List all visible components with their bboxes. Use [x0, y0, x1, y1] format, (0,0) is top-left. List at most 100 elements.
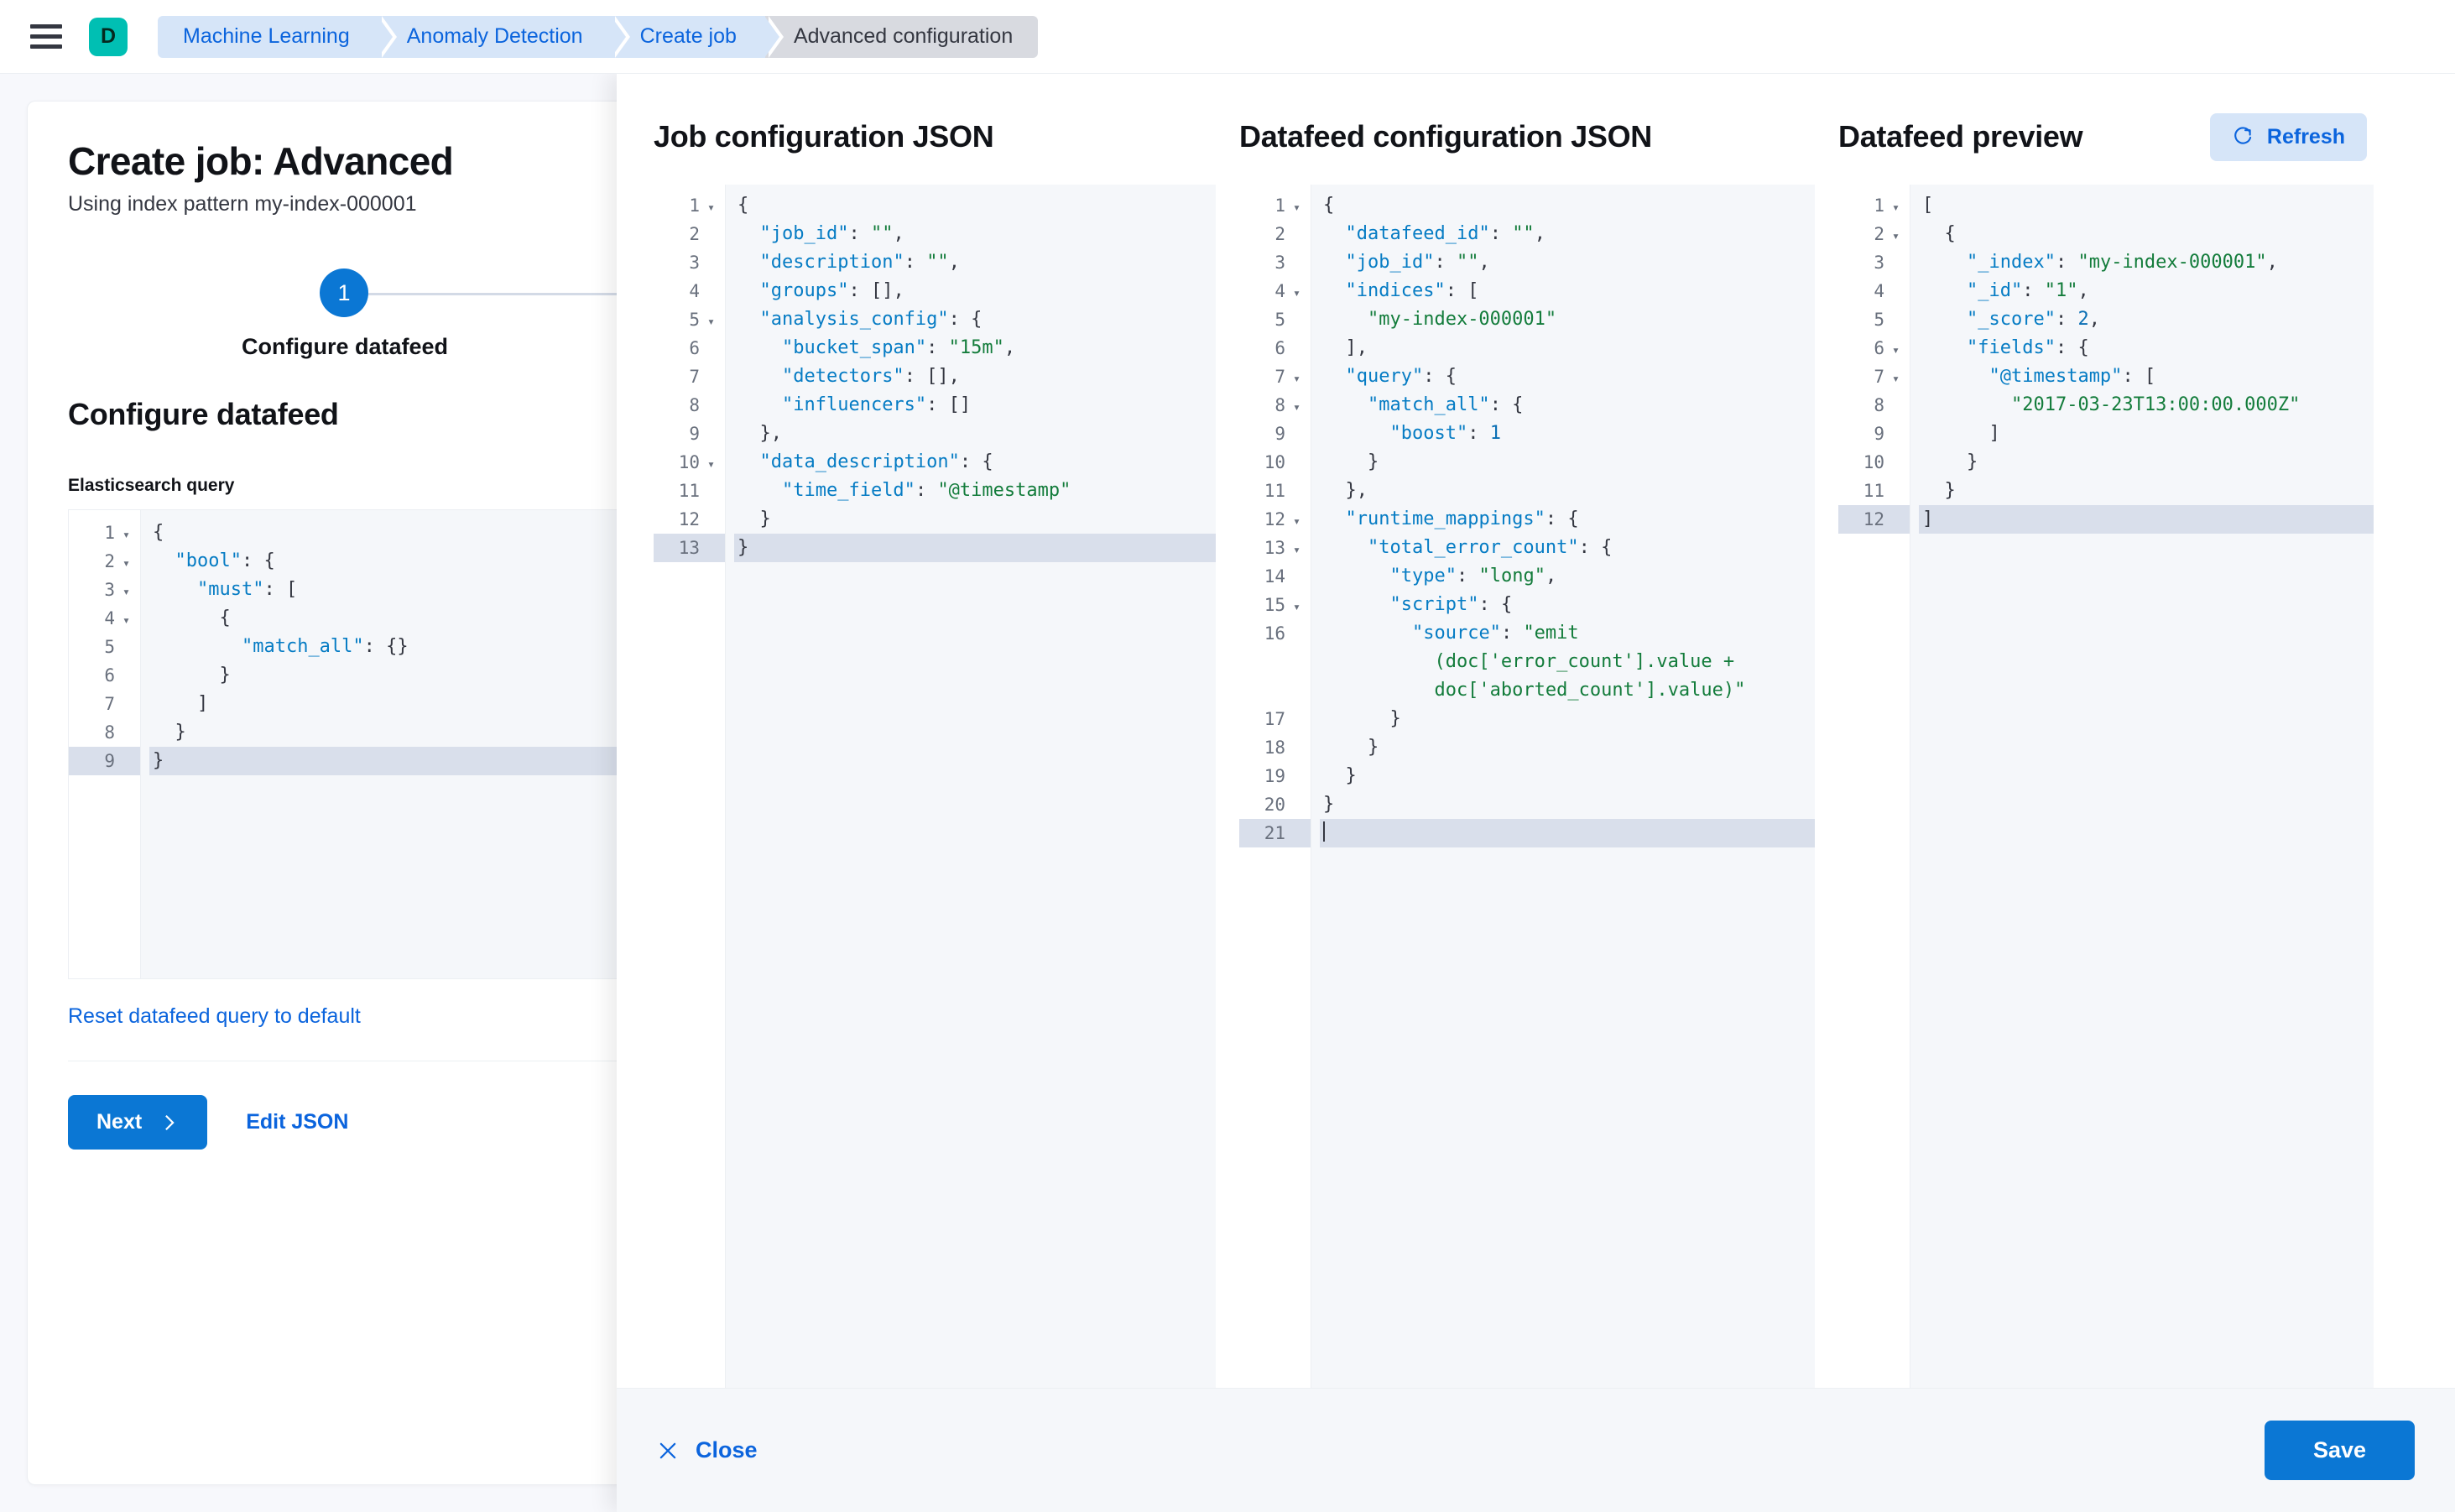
code-line[interactable]: } — [153, 665, 231, 686]
code-line[interactable]: } — [1922, 480, 1956, 501]
breadcrumb-item-3: Advanced configuration — [764, 15, 1039, 58]
code-line[interactable]: { — [153, 522, 164, 543]
code-line[interactable]: "_id": "1", — [1966, 280, 2089, 301]
line-number: 14 — [1264, 566, 1285, 587]
code-line[interactable]: } — [1323, 708, 1401, 729]
code-line[interactable]: "must": [ — [196, 579, 298, 600]
line-number: 2▾ — [104, 551, 130, 571]
datafeed-configuration-code[interactable]: { "datafeed_id": "", "job_id": "", "indi… — [1311, 185, 1815, 1388]
code-line[interactable]: } — [1323, 451, 1379, 472]
code-line[interactable]: }, — [1323, 480, 1368, 501]
line-number: 1▾ — [1274, 196, 1300, 216]
line-number: 7 — [104, 694, 115, 714]
code-line[interactable]: "_score": 2, — [1966, 309, 2100, 330]
line-number: 11 — [1863, 481, 1884, 501]
save-button[interactable]: Save — [2264, 1421, 2415, 1480]
stepper-step-1[interactable]: 1 — [320, 269, 368, 317]
line-number: 8 — [104, 722, 115, 743]
code-line[interactable]: "query": { — [1345, 366, 1457, 387]
breadcrumb-item-2[interactable]: Create job — [611, 15, 784, 58]
close-button[interactable]: Close — [657, 1437, 758, 1463]
line-number: 4▾ — [104, 608, 130, 628]
code-line[interactable]: "boost": 1 — [1389, 423, 1501, 444]
line-number: 4 — [689, 281, 700, 301]
breadcrumb-item-1[interactable]: Anomaly Detection — [378, 15, 630, 58]
code-line[interactable]: "total_error_count": { — [1367, 537, 1613, 558]
code-line[interactable]: ], — [1323, 337, 1368, 358]
code-line[interactable]: "script": { — [1389, 594, 1513, 615]
code-line[interactable]: "indices": [ — [1345, 280, 1479, 301]
hamburger-menu-icon[interactable] — [30, 23, 65, 51]
code-line[interactable]: "description": "", — [759, 252, 960, 273]
line-number: 2 — [1274, 224, 1285, 244]
code-line[interactable]: } — [734, 534, 1216, 562]
code-line[interactable]: }, — [738, 423, 782, 444]
avatar[interactable]: D — [89, 17, 128, 56]
code-line[interactable]: "fields": { — [1966, 337, 2089, 358]
datafeed-configuration-title: Datafeed configuration JSON — [1239, 119, 1652, 154]
code-line[interactable]: { — [153, 607, 231, 628]
code-line[interactable]: } — [153, 722, 186, 743]
code-line[interactable]: } — [738, 508, 771, 529]
code-line[interactable]: "source": "emit (doc['error_count'].valu… — [1323, 623, 1746, 701]
code-line[interactable]: ] — [1922, 423, 2000, 444]
page-subtitle: Using index pattern my-index-000001 — [68, 192, 417, 216]
job-configuration-code[interactable]: { "job_id": "", "description": "", "grou… — [726, 185, 1216, 1388]
refresh-button[interactable]: Refresh — [2209, 112, 2367, 161]
line-number: 11 — [1264, 481, 1285, 501]
reset-datafeed-query-link[interactable]: Reset datafeed query to default — [68, 1004, 361, 1028]
code-line[interactable]: "match_all": {} — [241, 636, 409, 657]
code-line[interactable]: } — [1323, 765, 1357, 786]
code-line[interactable]: "influencers": [] — [781, 394, 972, 415]
line-number: 5 — [104, 637, 115, 657]
line-number: 7▾ — [1874, 367, 1900, 387]
line-number: 10 — [1264, 452, 1285, 472]
code-line[interactable]: "time_field": "@timestamp" — [781, 480, 1071, 501]
code-line[interactable]: { — [1323, 195, 1335, 216]
code-line[interactable]: "detectors": [], — [781, 366, 960, 387]
code-line[interactable]: { — [738, 195, 749, 216]
line-number: 12 — [678, 509, 700, 529]
code-line[interactable]: "groups": [], — [759, 280, 904, 301]
edit-json-button[interactable]: Edit JSON — [246, 1110, 349, 1134]
code-line[interactable]: ] — [1919, 505, 2374, 534]
code-line[interactable]: } — [1922, 451, 1978, 472]
code-line[interactable]: "type": "long", — [1389, 566, 1557, 587]
code-line[interactable]: "runtime_mappings": { — [1345, 508, 1579, 529]
code-line[interactable]: } — [1323, 794, 1335, 815]
code-line[interactable]: ] — [153, 693, 209, 714]
code-line[interactable]: "datafeed_id": "", — [1345, 223, 1545, 244]
line-number: 8▾ — [1274, 395, 1300, 415]
code-line[interactable]: "analysis_config": { — [759, 309, 983, 330]
code-line[interactable]: "bucket_span": "15m", — [781, 337, 1016, 358]
next-button[interactable]: Next — [68, 1095, 208, 1150]
code-line[interactable]: "job_id": "", — [759, 223, 904, 244]
datafeed-preview-code[interactable]: [ { "_index": "my-index-000001", "_id": … — [1910, 185, 2374, 1388]
line-number: 21 — [1239, 819, 1311, 847]
code-line[interactable]: "bool": { — [175, 550, 275, 571]
code-line[interactable]: } — [1323, 737, 1379, 758]
section-title: Configure datafeed — [68, 397, 339, 431]
code-line[interactable]: [ — [1922, 195, 1934, 216]
code-line[interactable]: "_index": "my-index-000001", — [1966, 252, 2278, 273]
code-line[interactable]: "job_id": "", — [1345, 252, 1490, 273]
line-number: 20 — [1264, 795, 1285, 815]
code-line[interactable]: "my-index-000001" — [1367, 309, 1557, 330]
code-line[interactable]: { — [1922, 223, 1956, 244]
line-number: 8 — [689, 395, 700, 415]
line-number: 3 — [1274, 253, 1285, 273]
code-line[interactable]: "match_all": { — [1367, 394, 1524, 415]
flyout-footer: Close Save — [617, 1388, 2455, 1512]
code-line[interactable]: "@timestamp": [ — [1988, 366, 2156, 387]
code-line[interactable]: "2017-03-23T13:00:00.000Z" — [2010, 394, 2301, 415]
line-number: 4▾ — [1274, 281, 1300, 301]
breadcrumb-item-0[interactable]: Machine Learning — [158, 15, 397, 58]
line-number: 10▾ — [678, 452, 715, 472]
code-line[interactable]: "data_description": { — [759, 451, 993, 472]
code-line[interactable] — [1320, 819, 1815, 847]
